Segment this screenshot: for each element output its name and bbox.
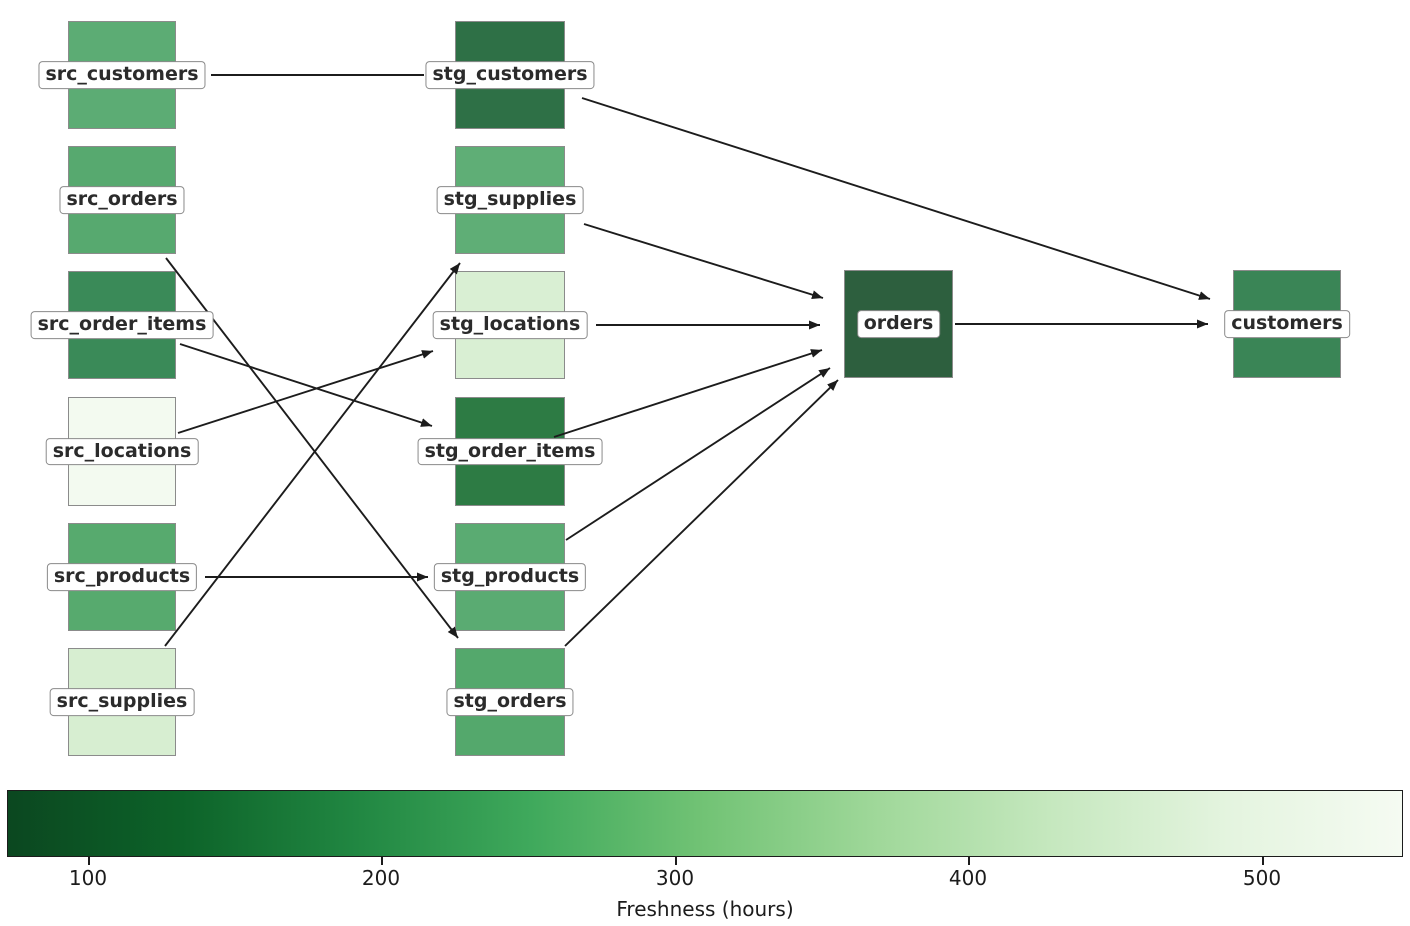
node-label-src_orders: src_orders <box>59 186 185 214</box>
edge-stg_products-to-orders <box>565 367 831 541</box>
edge-stg_orders-to-orders <box>564 379 839 647</box>
colorbar-tick-mark-300 <box>675 857 677 865</box>
node-label-stg_products: stg_products <box>433 563 587 591</box>
edge-src_orders-to-stg_orders <box>165 257 459 639</box>
colorbar-tick-mark-200 <box>381 857 383 865</box>
node-label-src_locations: src_locations <box>45 437 199 466</box>
node-label-customers: customers <box>1224 310 1350 338</box>
colorbar-tick-label-300: 300 <box>655 866 695 890</box>
node-label-src_supplies: src_supplies <box>49 688 195 716</box>
colorbar-tick-label-400: 400 <box>948 866 988 890</box>
colorbar-tick-label-200: 200 <box>361 866 401 890</box>
colorbar-tick-mark-500 <box>1262 857 1264 865</box>
node-label-stg_order_items: stg_order_items <box>417 437 603 466</box>
edge-stg_customers-to-customers <box>581 97 1211 300</box>
edge-stg_supplies-to-orders <box>583 223 824 300</box>
colorbar-tick-mark-100 <box>88 857 90 865</box>
colorbar-tick-label-500: 500 <box>1242 866 1282 890</box>
node-label-src_customers: src_customers <box>38 61 206 89</box>
node-label-orders: orders <box>856 310 941 338</box>
node-label-stg_customers: stg_customers <box>425 61 595 89</box>
node-label-src_products: src_products <box>46 563 198 591</box>
edge-src_supplies-to-stg_supplies <box>164 262 461 647</box>
edge-stg_order_items-to-orders <box>553 349 823 438</box>
freshness-colorbar <box>7 790 1403 857</box>
node-label-stg_orders: stg_orders <box>446 688 574 716</box>
edge-src_locations-to-stg_locations <box>177 350 434 434</box>
colorbar-tick-label-100: 100 <box>68 866 108 890</box>
colorbar-axis-label: Freshness (hours) <box>616 897 794 921</box>
colorbar-tick-mark-400 <box>968 857 970 865</box>
edge-src_order_items-to-stg_order_items <box>179 343 433 427</box>
node-label-stg_locations: stg_locations <box>432 311 588 339</box>
node-label-src_order_items: src_order_items <box>30 311 214 339</box>
node-label-stg_supplies: stg_supplies <box>436 186 584 214</box>
